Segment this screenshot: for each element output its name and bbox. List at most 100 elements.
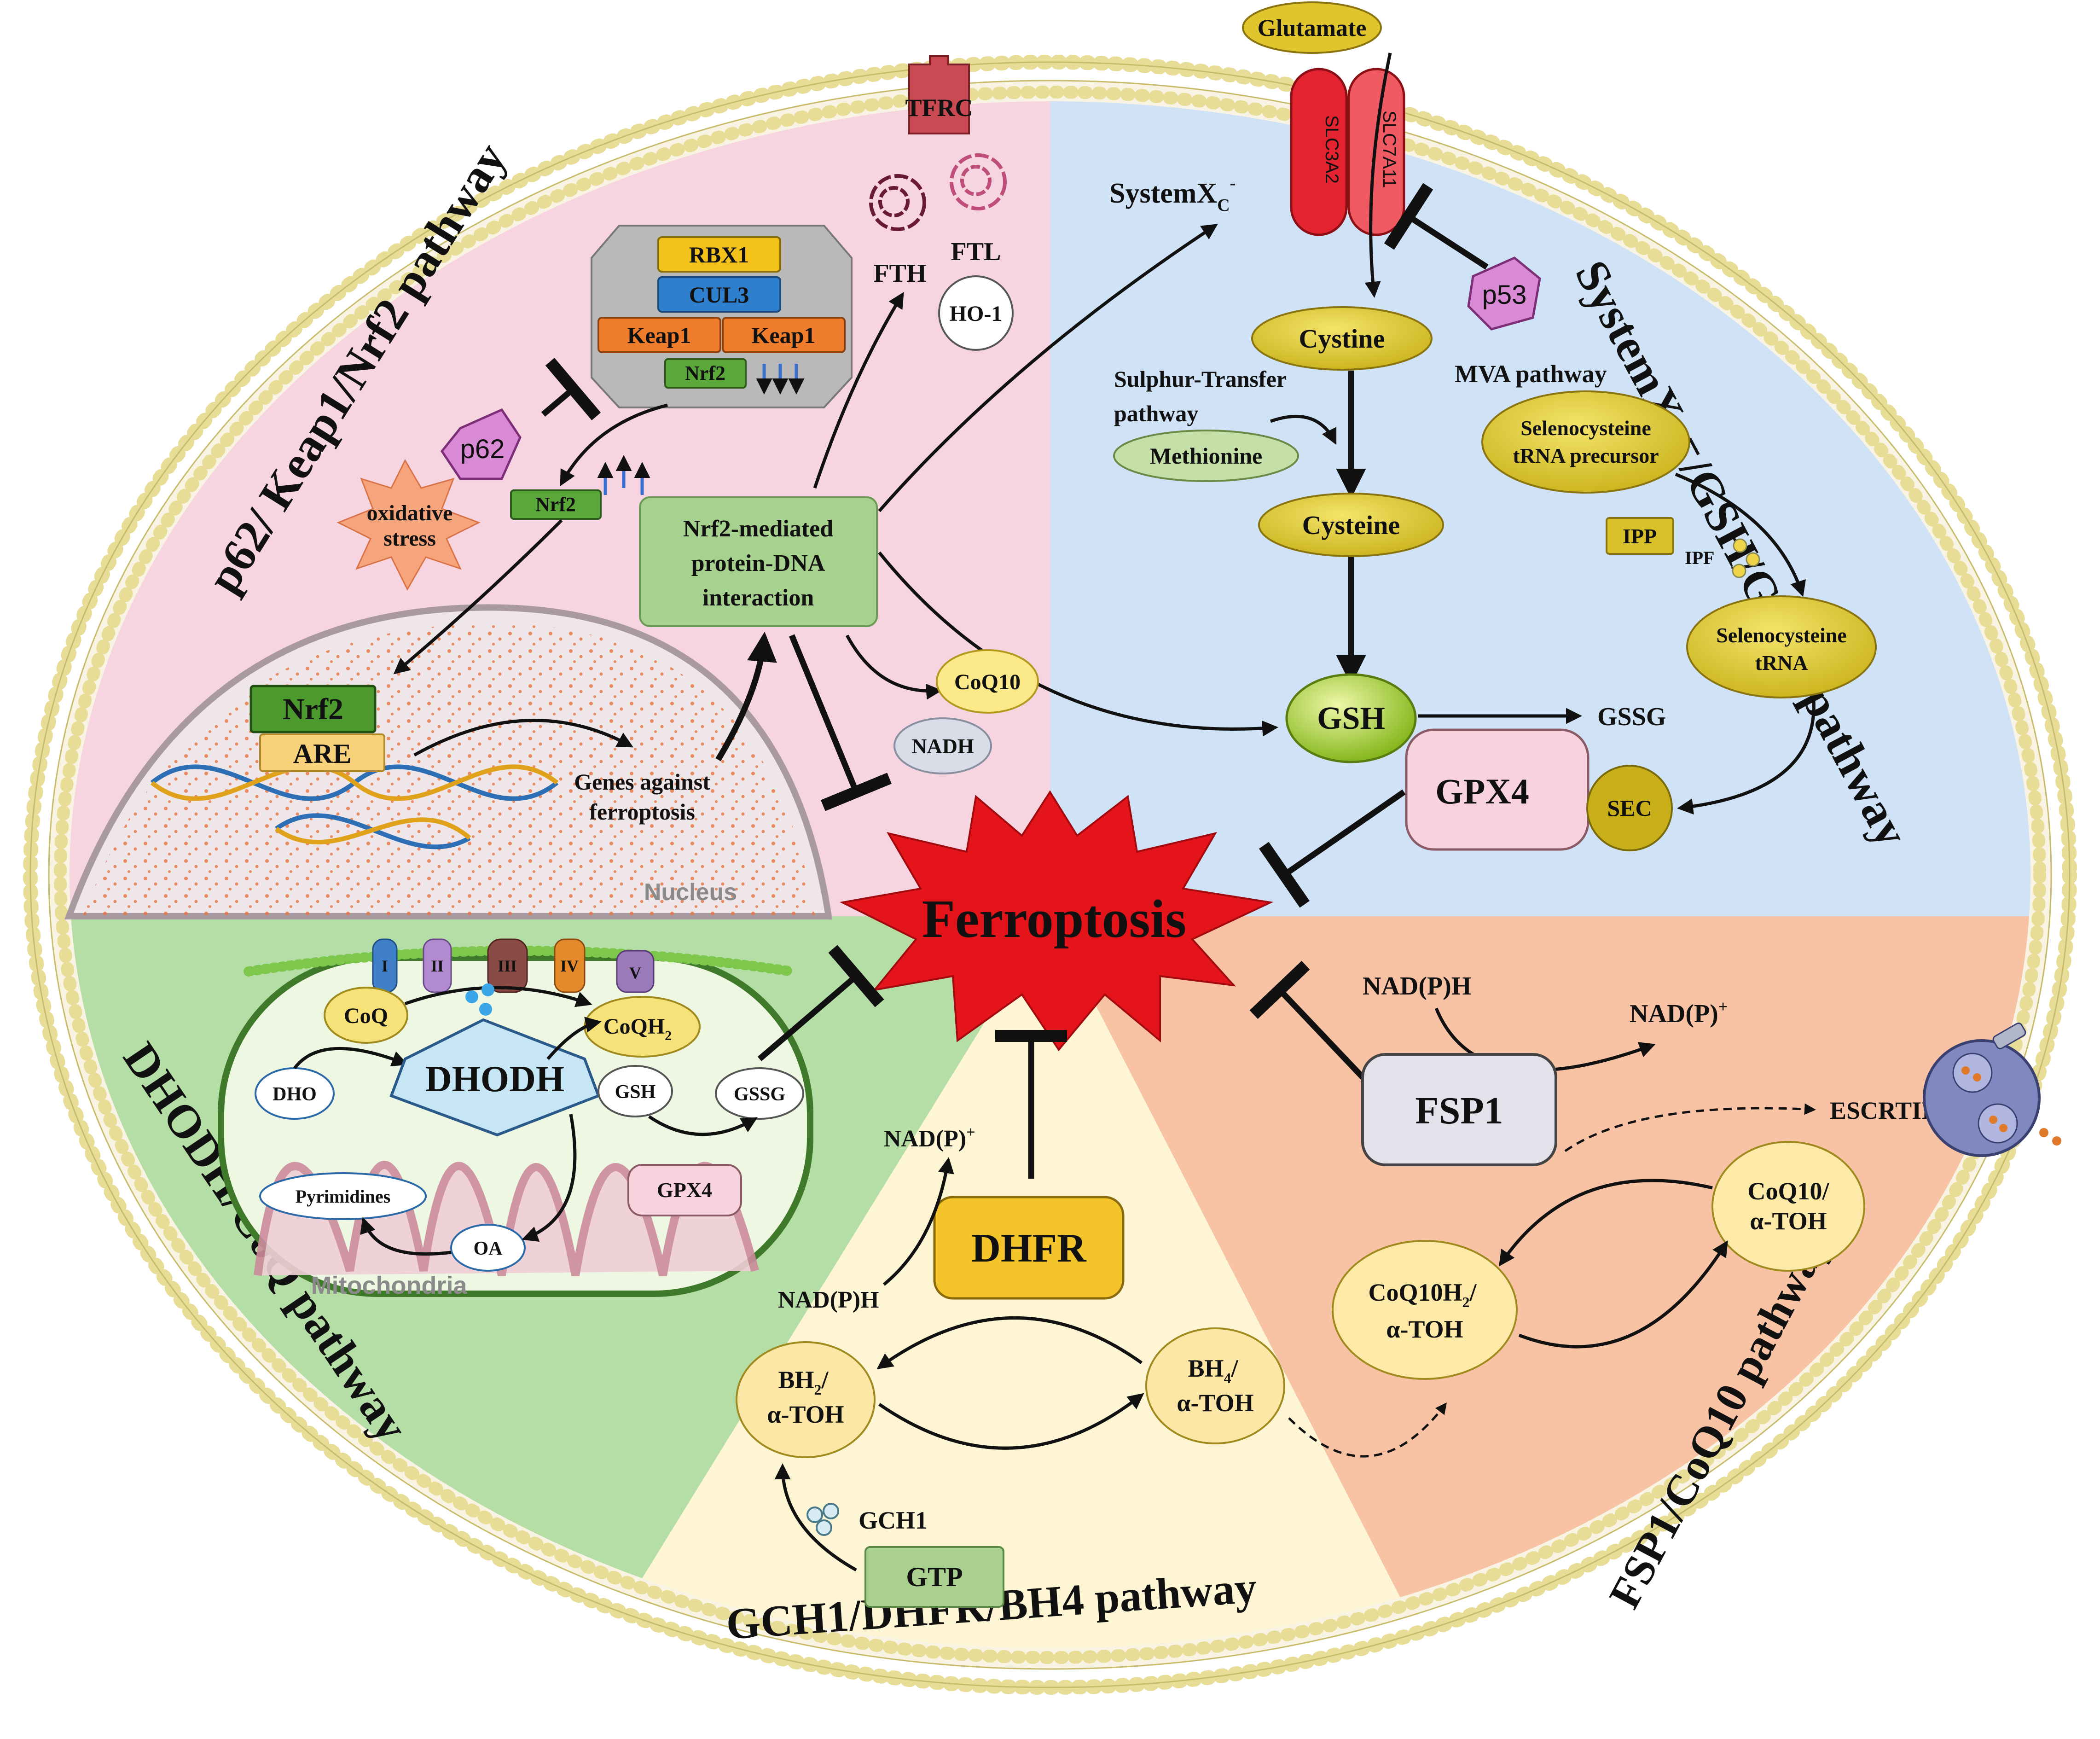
gssg-label: GSSG [1597,703,1666,731]
svg-text:GSH: GSH [615,1082,656,1103]
keap1-box-b [722,317,846,353]
bh2-node [736,1341,876,1458]
svg-text:CoQ10: CoQ10 [954,670,1021,694]
up-arrows-icon [597,455,650,495]
svg-text:Nrf2: Nrf2 [535,493,576,516]
cul3-box [657,276,781,313]
svg-text:Keap1: Keap1 [627,322,691,348]
svg-text:DHODH: DHODH [425,1059,564,1099]
sulphur-transfer-label: Sulphur-Transfer [1114,366,1287,392]
svg-text:DHFR: DHFR [971,1226,1087,1271]
svg-text:III: III [498,957,517,975]
nrf2-mediated-box [639,496,878,627]
seleno-trna-node [1686,595,1877,698]
svg-text:α-TOH: α-TOH [767,1401,844,1428]
svg-text:CoQ: CoQ [344,1004,388,1028]
svg-text:I: I [382,957,388,975]
down-arrows-icon [756,364,805,395]
membrane-inner-bilayer [54,86,2046,1664]
rbx1-box [657,236,781,273]
fth-label: FTH [873,259,926,288]
quadrant-yellow [543,916,1473,1648]
nadh-node [893,717,992,774]
etc-complex-2: II [423,938,452,993]
nadph-gch1-label: NAD(P)H [778,1287,879,1313]
nadp-plus-gch1-label: NAD(P)+ [884,1124,975,1152]
nrf2-free-box [510,489,602,520]
e3-ligase-complex [591,225,853,408]
nadp-plus-fsp1-label: NAD(P)+ [1630,997,1728,1028]
svg-text:GPX4: GPX4 [1435,771,1529,811]
gsh-node [1285,673,1417,763]
ho1-node [938,275,1014,351]
svg-text:stress: stress [383,526,436,551]
seleno-precursor-node [1481,390,1690,494]
bh4-node [1145,1327,1285,1444]
p53-node [1467,256,1541,331]
gtp-box [864,1546,1004,1608]
oa-node [450,1224,526,1272]
escrtiii-label: ESCRTIII [1830,1097,1941,1124]
etc-complex-4: IV [554,938,586,993]
p62-node [440,408,522,480]
svg-text:α-TOH: α-TOH [1177,1389,1253,1417]
svg-text:CoQ10H2/: CoQ10H2/ [1368,1279,1477,1310]
ferroptosis-label: Ferroptosis [922,889,1187,949]
svg-text:Methionine: Methionine [1150,443,1262,469]
svg-text:p53: p53 [1482,280,1527,310]
oxidative-stress-burst [336,459,481,591]
svg-text:NADH: NADH [911,734,974,758]
coq10h2-toh-node [1332,1240,1518,1380]
nadph-fsp1-label: NAD(P)H [1363,972,1471,1000]
ipf-dots-icon [1732,538,1760,578]
svg-text:GSSG: GSSG [734,1084,785,1105]
gch1-dots-icon [806,1503,839,1536]
svg-text:DHO: DHO [273,1084,317,1105]
svg-text:protein-DNA: protein-DNA [691,550,825,576]
keap1-box-a [598,317,721,353]
svg-text:V: V [629,964,641,982]
svg-text:Cystine: Cystine [1299,324,1385,354]
svg-text:p62: p62 [460,434,505,464]
etc-complex-1: I [372,938,398,993]
etc-complex-3: III [487,938,528,993]
ferroptosis-burst [839,790,1274,1052]
svg-text:FSP1: FSP1 [1415,1089,1503,1132]
dna-helix-icon [150,764,559,849]
nrf2-nucleus-box [249,685,377,733]
etc-complex-5: V [616,950,655,993]
glutamate-node [1242,1,1382,54]
mva-label: MVA pathway [1455,360,1607,388]
svg-text:OA: OA [474,1238,503,1259]
svg-text:BH4/: BH4/ [1188,1355,1238,1386]
svg-text:TFRC: TFRC [905,94,973,122]
svg-text:ferroptosis: ferroptosis [589,799,695,825]
nucleus-label: Nucleus [644,879,737,906]
svg-text:Glutamate: Glutamate [1258,15,1367,41]
svg-text:Nrf2: Nrf2 [283,692,343,726]
ftl-label: FTL [951,238,1001,266]
fsp1-box [1361,1053,1557,1166]
ipf-label: IPF [1685,547,1714,568]
svg-text:CUL3: CUL3 [689,282,749,308]
svg-text:α-TOH: α-TOH [1386,1315,1463,1343]
svg-text:II: II [431,957,444,975]
nrf2-complex-box [664,358,747,389]
gpx4-box [1405,728,1590,851]
svg-text:Keap1: Keap1 [752,322,816,348]
svg-text:SLC3A2: SLC3A2 [1322,115,1342,184]
ho1-label: HO-1 [950,302,1003,326]
gssg-mito-node [715,1067,804,1120]
svg-text:Nrf2: Nrf2 [685,362,725,384]
tfrc-receptor: TFRC [905,55,973,134]
cysteine-node [1258,493,1444,557]
svg-text:Selenocysteine: Selenocysteine [1716,623,1847,647]
svg-text:ARE: ARE [293,739,352,769]
ferritin-icon [869,153,1007,231]
sec-node [1586,765,1673,851]
svg-text:SLC7A11: SLC7A11 [1379,111,1399,188]
svg-text:CoQ10/: CoQ10/ [1747,1177,1829,1205]
pyrimidines-node [259,1172,427,1220]
svg-text:GSH: GSH [1317,701,1385,736]
